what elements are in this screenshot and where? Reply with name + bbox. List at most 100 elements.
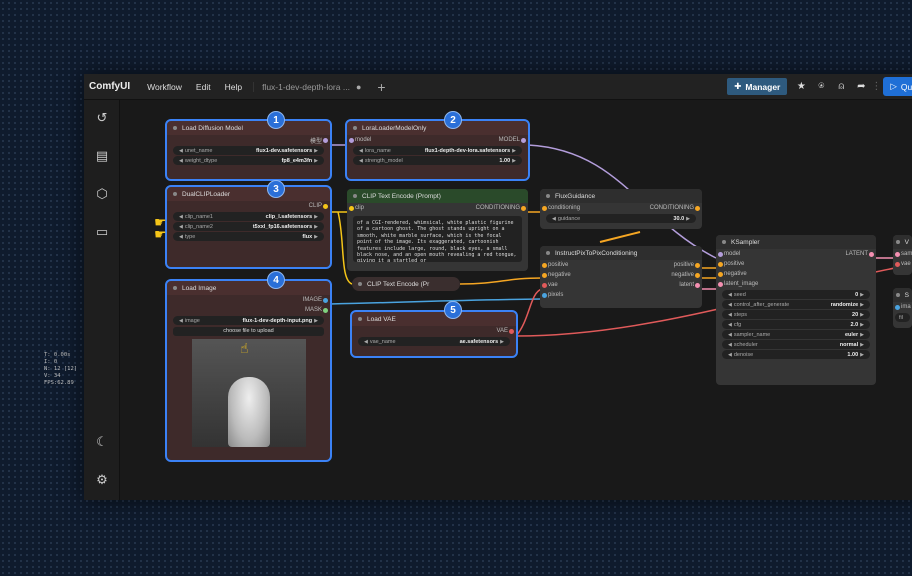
pointing-hand-icon-2: ☛ [154, 226, 167, 242]
output-label: CONDITIONING [475, 205, 520, 211]
latent-image-input-socket[interactable] [718, 281, 723, 287]
workflow-tab[interactable]: flux-1-dev-depth-lora ... ● [253, 81, 369, 92]
positive-input-socket[interactable] [718, 261, 723, 267]
conditioning-input-socket[interactable] [542, 205, 547, 211]
latent-output-socket[interactable] [695, 282, 700, 288]
samples-input-socket[interactable] [895, 251, 900, 257]
model-search-icon[interactable]: ⍝ [838, 81, 845, 92]
node-title: FluxGuidance [555, 192, 596, 200]
conditioning-output-socket[interactable] [695, 205, 700, 211]
positive-output-socket[interactable] [695, 262, 700, 268]
negative-input-socket[interactable] [542, 272, 547, 278]
vae-input-socket[interactable] [895, 261, 900, 267]
image-preview [191, 339, 306, 447]
node-title: Load Image [182, 284, 217, 292]
model-icon[interactable]: ⍟ [818, 81, 825, 92]
conditioning-output-socket[interactable] [521, 205, 526, 211]
output-label: MASK [304, 307, 322, 313]
queue-button[interactable]: ▷ Que [883, 77, 912, 96]
output-label: 模型 [309, 138, 322, 145]
node-clip-text-encode-collapsed[interactable]: CLIP Text Encode (Pr [352, 277, 460, 291]
queue-list-icon[interactable]: ▤ [95, 148, 109, 163]
menu-edit[interactable]: Edit [195, 81, 211, 92]
pixels-input-socket[interactable] [542, 292, 547, 298]
pointing-hand-icon: ☛ [154, 214, 167, 230]
star-icon[interactable]: ★ [796, 81, 806, 92]
input-label: positive [548, 262, 569, 268]
clip-input-socket[interactable] [349, 205, 354, 211]
drag-handle-icon[interactable]: ⋮ [871, 81, 882, 92]
output-label: CONDITIONING [649, 205, 694, 211]
menu-help[interactable]: Help [224, 81, 243, 92]
node-title: Load VAE [367, 315, 396, 323]
menu-workflow[interactable]: Workflow [147, 81, 182, 92]
node-save-image[interactable]: S ima fil [893, 288, 912, 328]
node-library-icon[interactable]: ⬡ [96, 186, 108, 201]
folder-icon[interactable]: ▭ [95, 224, 109, 239]
unsaved-dot-icon[interactable]: ● [355, 81, 362, 92]
node-title: Load Diffusion Model [182, 124, 243, 132]
step-badge-1: 1 [267, 111, 285, 129]
settings-gear-icon[interactable]: ⚙ [96, 472, 108, 487]
positive-input-socket[interactable] [542, 262, 547, 268]
input-label: model [724, 251, 741, 257]
filename-widget[interactable]: fil [895, 313, 910, 322]
image-output-socket[interactable] [323, 297, 328, 303]
output-socket[interactable] [323, 137, 328, 143]
upload-button[interactable]: choose file to upload [173, 327, 324, 336]
images-input-socket[interactable] [895, 304, 900, 310]
moon-icon[interactable]: ☾ [96, 434, 108, 449]
node-vae-decode[interactable]: V sam vae [893, 235, 912, 275]
model-input-socket[interactable] [349, 137, 354, 143]
step-badge-5: 5 [444, 301, 462, 319]
manager-button[interactable]: ✚ Manager [727, 78, 788, 95]
share-icon[interactable]: ➦ [857, 81, 866, 92]
mask-output-socket[interactable] [323, 307, 328, 313]
cursor-hand-icon: ☝ [240, 340, 249, 356]
stat-fps: FPS:62.89 [44, 380, 74, 386]
node-title: InstructPixToPixConditioning [555, 249, 638, 257]
model-input-socket[interactable] [718, 251, 723, 257]
node-title: CLIP Text Encode (Pr [367, 280, 430, 288]
negative-input-socket[interactable] [718, 271, 723, 277]
history-icon[interactable]: ↺ [96, 110, 108, 125]
latent-output-socket[interactable] [869, 251, 874, 257]
input-label: sam [901, 251, 912, 257]
vae-output-socket[interactable] [509, 328, 514, 334]
negative-output-socket[interactable] [695, 272, 700, 278]
input-label: model [355, 137, 372, 143]
prompt-textarea[interactable]: of a CGI-rendered, whimsical, white plas… [353, 216, 522, 262]
vae-input-socket[interactable] [542, 282, 547, 288]
model-output-socket[interactable] [521, 137, 526, 143]
clip-output-socket[interactable] [323, 203, 328, 209]
add-tab-button[interactable]: + [377, 78, 386, 95]
step-badge-3: 3 [267, 180, 285, 198]
step-badge-4: 4 [267, 271, 285, 289]
